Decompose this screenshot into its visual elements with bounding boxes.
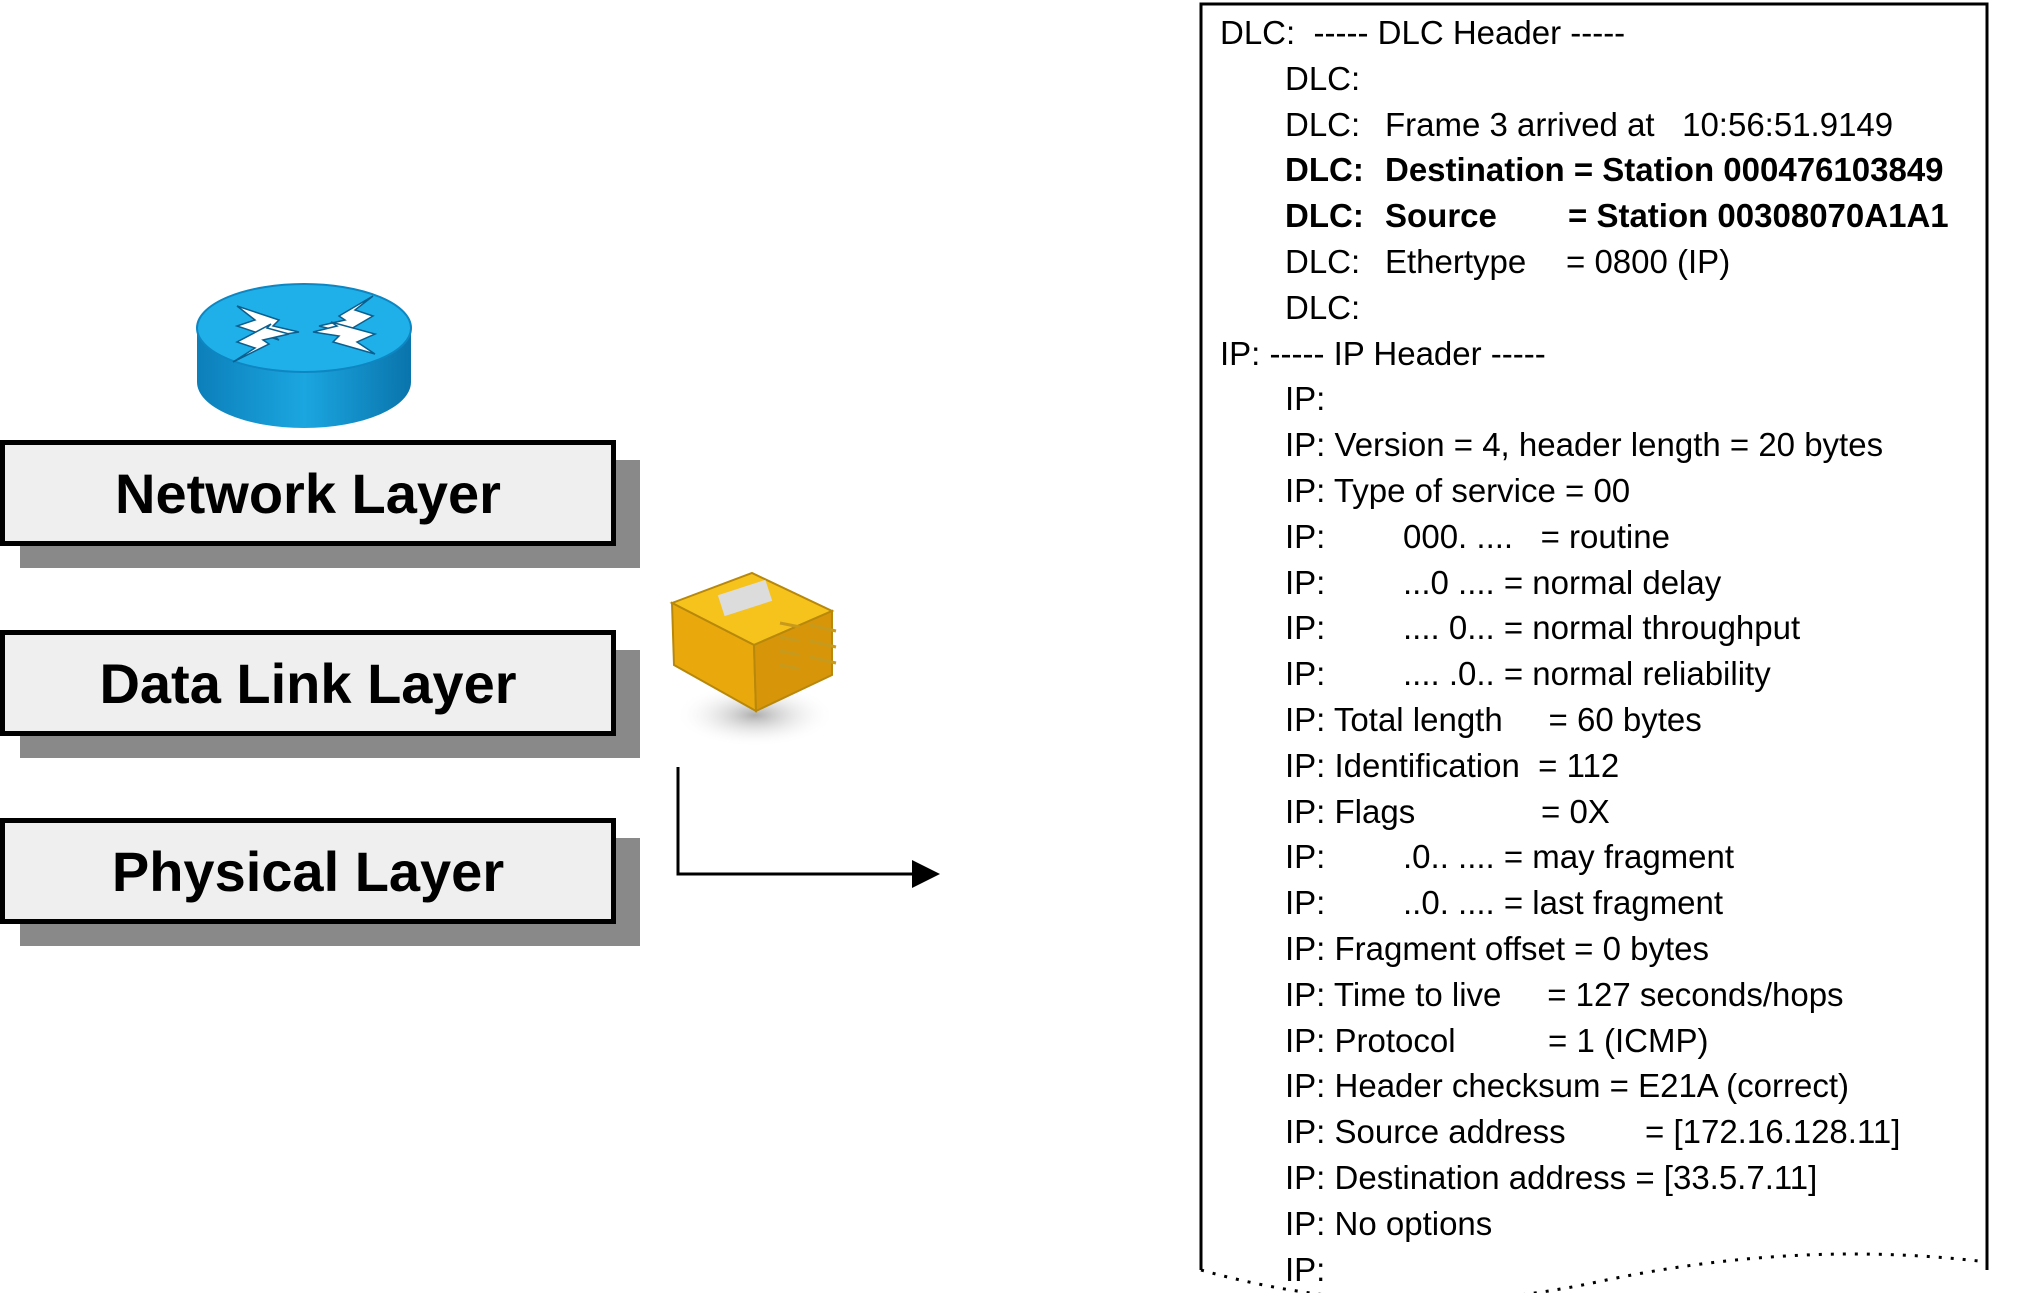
capture-line: .... .0.. = normal reliability — [1403, 655, 1771, 693]
data-link-layer: Data Link Layer — [0, 630, 640, 758]
capture-line: IP: Total length = 60 bytes — [1285, 701, 1702, 738]
capture-line: 000. .... = routine — [1403, 517, 1670, 555]
capture-line: IP: Fragment offset = 0 bytes — [1285, 930, 1710, 967]
capture-line: IP: No options — [1285, 1204, 1493, 1242]
capture-line: IP: Flags — [1285, 792, 1416, 830]
physical-layer: Physical Layer — [0, 818, 640, 946]
capture-line: ..0. .... = last fragment — [1403, 884, 1724, 922]
capture-line: IP: Header checksum = E21A (correct) — [1285, 1067, 1849, 1105]
capture-line: IP: — [1285, 563, 1326, 601]
capture-line: DLC: — [1285, 288, 1361, 326]
capture-line: IP: Protocol — [1285, 1021, 1456, 1059]
capture-line: Ethertype — [1385, 243, 1527, 280]
capture-line: IP: Type of service = 00 — [1285, 472, 1631, 509]
capture-line: DLC: — [1285, 105, 1361, 143]
capture-line: ...0 .... = normal delay — [1403, 563, 1722, 601]
capture-line: = [172.16.128.11] — [1645, 1113, 1901, 1151]
capture-line: IP: ----- IP Header ----- — [1220, 334, 1546, 372]
data-link-layer-label: Data Link Layer — [0, 630, 616, 736]
capture-line: DLC: — [1285, 243, 1361, 280]
capture-line: IP: Version = 4, header length = 20 byte… — [1285, 426, 1884, 464]
capture-line: Destination = Station 000476103849 — [1385, 151, 1944, 189]
capture-line: DLC: — [1285, 197, 1364, 235]
capture-frame — [1199, 2, 1989, 1293]
network-layer-label: Network Layer — [0, 440, 616, 546]
capture-line: IP: Source address — [1285, 1113, 1566, 1151]
capture-line: Source — [1385, 197, 1497, 235]
nic-card-icon — [669, 571, 837, 747]
capture-line: .0.. .... = may fragment — [1403, 838, 1735, 876]
capture-line: DLC: — [1285, 151, 1364, 189]
capture-line: IP: Time to live = 127 seconds/hops — [1285, 975, 1844, 1013]
capture-line: IP: — [1285, 838, 1326, 876]
capture-line: = Station 00308070A1A1 — [1568, 197, 1949, 235]
capture-line: = 0X — [1541, 792, 1610, 830]
capture-line: .... 0... = normal throughput — [1403, 609, 1801, 647]
capture-line: = 0800 (IP) — [1566, 243, 1731, 280]
capture-line: IP: — [1285, 1250, 1326, 1288]
capture-line: DLC: ----- DLC Header ----- — [1220, 14, 1626, 51]
capture-line: DLC: — [1285, 59, 1361, 97]
capture-line: IP: — [1285, 517, 1326, 555]
physical-layer-label: Physical Layer — [0, 818, 616, 924]
capture-line: IP: Identification = 112 — [1285, 746, 1620, 784]
capture-line: IP: — [1285, 380, 1326, 418]
router-icon — [196, 283, 412, 428]
capture-line: IP: — [1285, 609, 1326, 647]
packet-capture: DLC: ----- DLC Header ----- DLC: DLC: Frame… — [1197, 0, 1991, 1293]
capture-line: IP: Destination address = [33.5.7.11] — [1285, 1159, 1818, 1196]
capture-line: Frame 3 arrived at 10:56:51.9149 — [1385, 105, 1894, 143]
capture-line: IP: — [1285, 655, 1326, 693]
capture-line: = 1 (ICMP) — [1548, 1021, 1709, 1059]
network-layer: Network Layer — [0, 440, 640, 568]
capture-line: IP: — [1285, 884, 1326, 922]
